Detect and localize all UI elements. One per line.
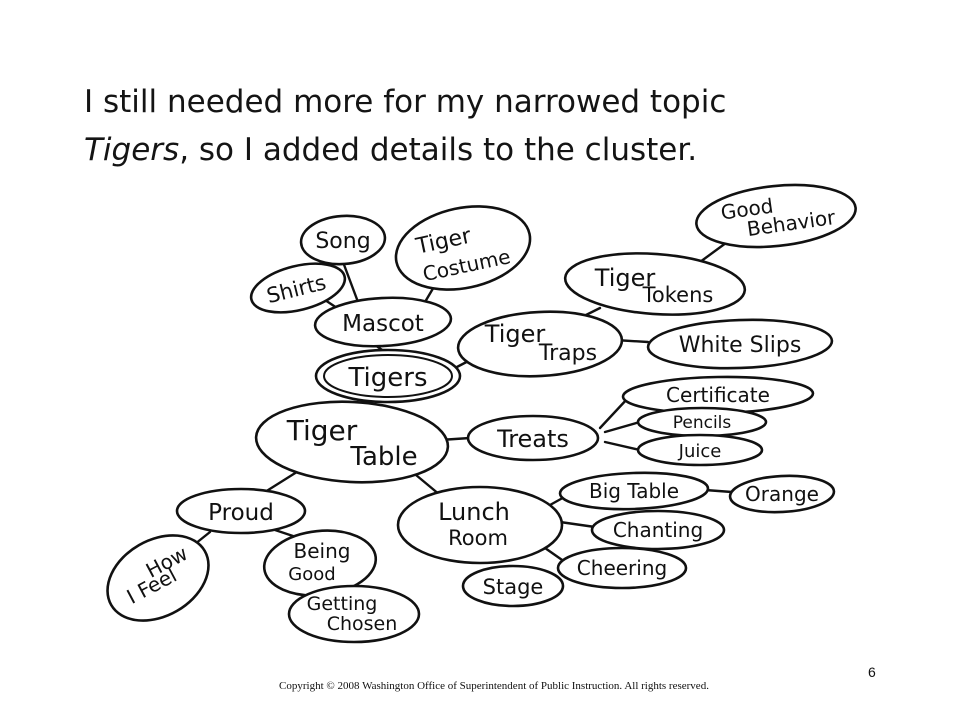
link-treats-juice [603, 440, 642, 452]
node-being-good: Being Good [262, 529, 378, 597]
node-juice-label: Juice [678, 441, 722, 462]
node-big-table-label: Big Table [589, 479, 679, 503]
link-lunch-chanting [558, 520, 597, 529]
link-bigtable-orange [703, 488, 734, 494]
node-tiger-tokens-label-1: Tiger [594, 264, 656, 292]
node-lunch-room: Lunch Room [396, 485, 564, 565]
node-getting-chosen-label-2: Chosen [327, 613, 398, 635]
node-chanting-label: Chanting [613, 518, 703, 542]
link-table-proud [263, 468, 302, 494]
node-cheering: Cheering [556, 546, 688, 590]
page-number: 6 [868, 664, 876, 680]
node-treats-label: Treats [496, 425, 569, 453]
node-lunch-room-label-1: Lunch [438, 498, 510, 526]
node-good-behavior: Good Behavior [695, 183, 857, 249]
node-tiger-traps-label-1: Tiger [484, 320, 546, 348]
node-tigers-label: Tigers [347, 363, 427, 393]
node-tiger-traps-label-2: Traps [538, 341, 597, 366]
node-getting-chosen: Getting Chosen [287, 584, 421, 644]
slide-heading: I still needed more for my narrowed topi… [84, 78, 904, 174]
node-shirts: Shirts [249, 262, 347, 314]
copyright-footer: Copyright © 2008 Washington Office of Su… [279, 680, 709, 692]
node-big-table: Big Table [558, 471, 710, 511]
node-cheering-label: Cheering [577, 556, 667, 580]
node-stage-label: Stage [483, 575, 544, 599]
node-proud: Proud [175, 487, 307, 535]
node-being-good-label-2: Good [288, 564, 335, 585]
heading-line-2-rest: , so I added details to the cluster. [179, 132, 698, 168]
node-song-label: Song [315, 229, 370, 254]
node-tiger-table-label-2: Table [349, 442, 417, 472]
node-mascot-label: Mascot [342, 311, 424, 337]
node-song: Song [299, 214, 387, 266]
heading-topic: Tigers [84, 132, 180, 168]
node-tigers: Tigers [314, 348, 462, 404]
node-stage: Stage [461, 564, 565, 608]
node-orange-label: Orange [745, 482, 819, 506]
node-tiger-table-label-1: Tiger [286, 414, 358, 447]
node-being-good-label-1: Being [294, 539, 351, 563]
link-treats-certificate [598, 396, 630, 430]
node-tiger-tokens: Tiger Tokens [563, 252, 747, 316]
node-tiger-table: Tiger Table [254, 400, 450, 484]
node-certificate-label: Certificate [666, 383, 770, 407]
node-proud-label: Proud [208, 500, 274, 526]
node-chanting: Chanting [590, 509, 726, 551]
node-pencils: Pencils [636, 406, 768, 438]
node-juice: Juice [636, 433, 764, 467]
node-treats: Treats [466, 414, 600, 462]
node-orange: Orange [728, 474, 836, 514]
heading-line-1: I still needed more for my narrowed topi… [84, 84, 727, 120]
node-white-slips-label: White Slips [679, 333, 802, 358]
node-tiger-tokens-label-2: Tokens [642, 283, 714, 307]
heading-line-2: Tigers, so I added details to the cluste… [84, 126, 904, 174]
node-tiger-traps: Tiger Traps [456, 310, 624, 378]
node-getting-chosen-label-1: Getting [307, 593, 378, 615]
node-white-slips: White Slips [646, 318, 834, 370]
node-how-i-feel: How I Feel [106, 534, 210, 622]
node-tiger-costume: Tiger Costume [394, 205, 532, 291]
node-pencils-label: Pencils [673, 413, 732, 433]
node-mascot: Mascot [313, 296, 453, 348]
link-song-mascot [341, 260, 360, 304]
link-treats-pencils [603, 420, 642, 434]
node-lunch-room-label-2: Room [448, 526, 508, 550]
